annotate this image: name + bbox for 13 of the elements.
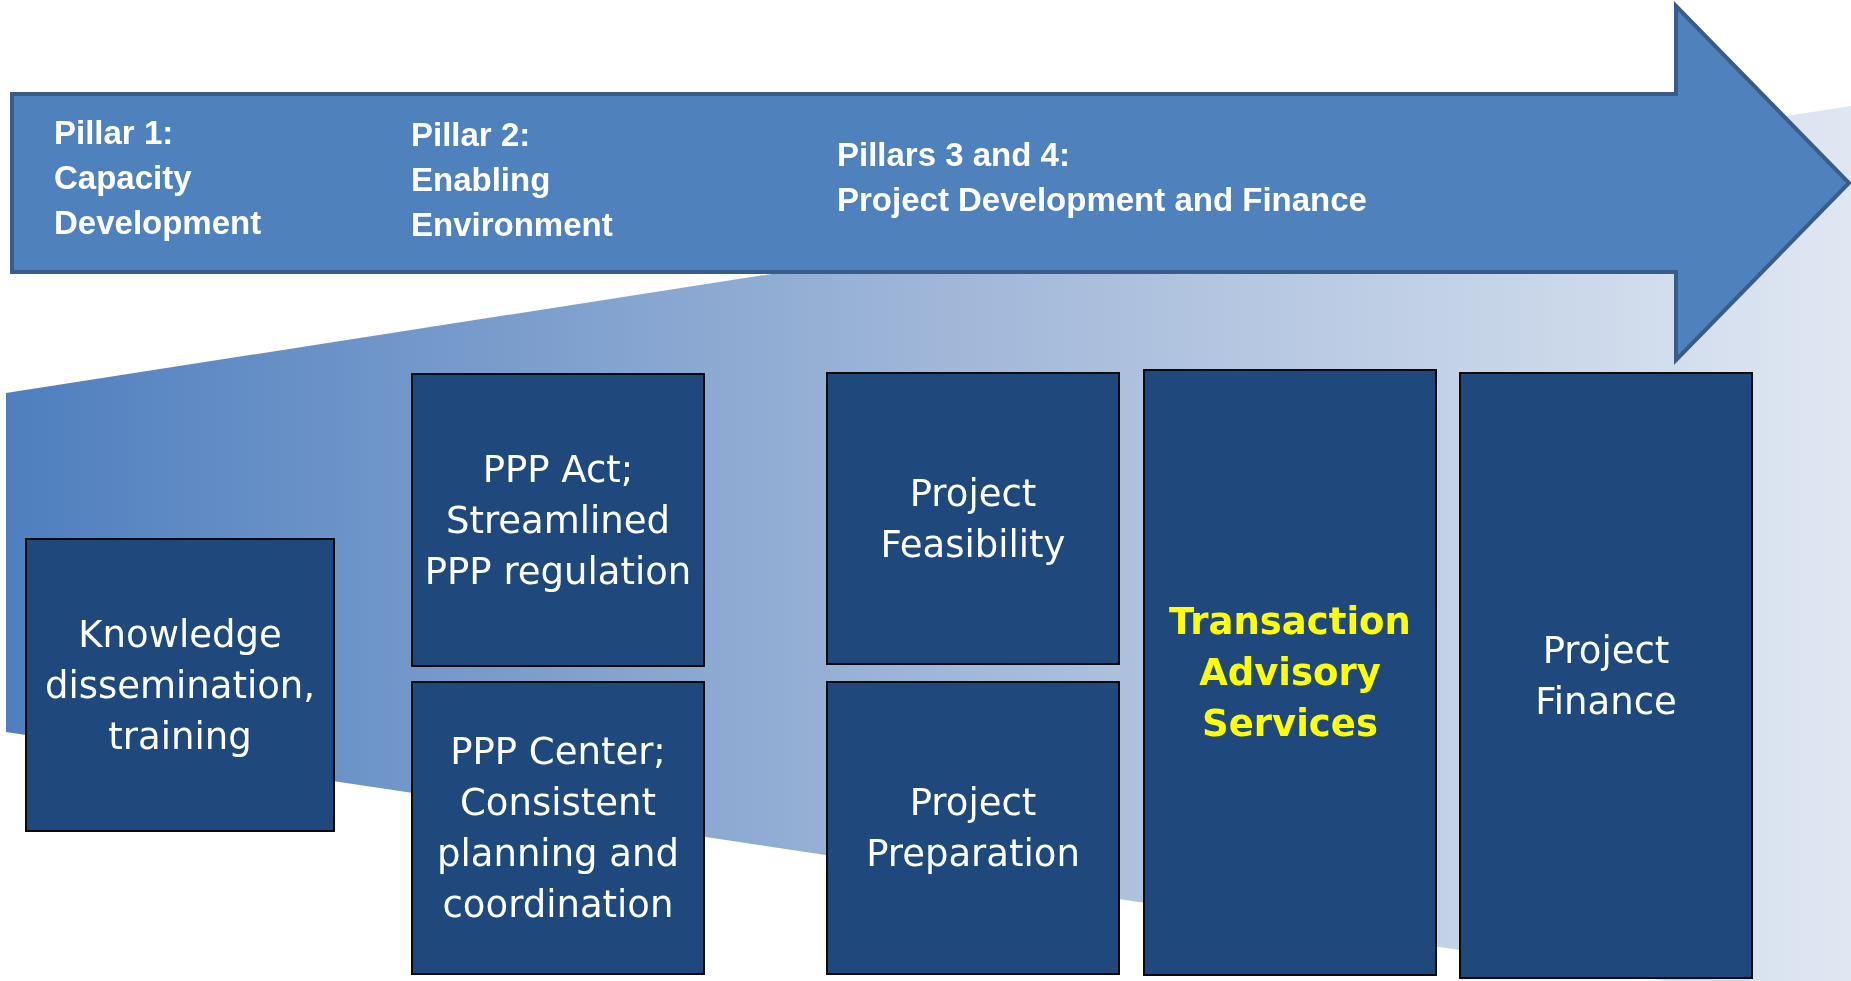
pillar-heading: Pillars 3 and 4:	[837, 135, 1070, 175]
process-box: Knowledge dissemination, training	[25, 538, 335, 832]
pillar-title: Project Development and Finance	[837, 180, 1367, 220]
process-box: PPP Center; Consistent planning and coordination	[411, 681, 705, 975]
pillar-title: Enabling Environment	[411, 160, 614, 245]
process-box: PPP Act; Streamlined PPP regulation	[411, 373, 705, 667]
process-box: Project Preparation	[826, 681, 1120, 975]
process-box: Project Finance	[1459, 372, 1753, 979]
pillar-heading: Pillar 2:	[411, 115, 531, 155]
pillar-title: Capacity Development	[54, 158, 263, 243]
process-box: Project Feasibility	[826, 372, 1120, 665]
process-box: Transaction Advisory Services	[1143, 369, 1437, 976]
pillar-heading: Pillar 1:	[54, 113, 174, 153]
